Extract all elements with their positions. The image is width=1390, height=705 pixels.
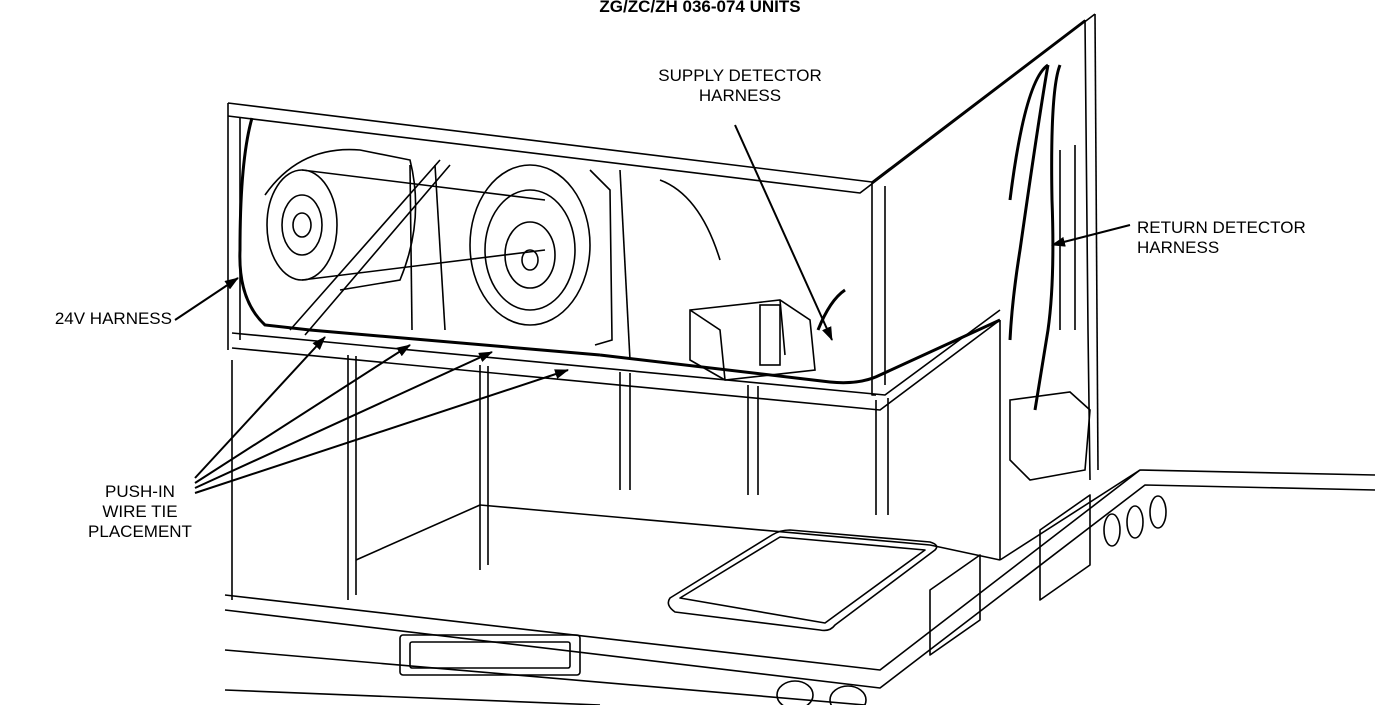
harness-24v-line-1: 24V HARNESS [54,309,172,328]
push-in-line-3: PLACEMENT [88,522,192,541]
cabinet-frame [224,13,1376,705]
blower-assembly [264,148,1091,481]
push-in-wire-tie-label: PUSH-IN WIRE TIE PLACEMENT [60,482,220,542]
supply-detector-line-1: SUPPLY DETECTOR [658,66,822,85]
return-detector-line-2: HARNESS [1137,238,1220,257]
return-detector-harness-label: RETURN DETECTOR HARNESS [1137,218,1377,258]
supply-detector-harness-label: SUPPLY DETECTOR HARNESS [610,66,870,106]
harness-24v-label: 24V HARNESS [0,309,172,329]
push-in-line-2: WIRE TIE [102,502,178,521]
leader-arrows [174,124,1131,494]
diagram-title: ZG/ZC/ZH 036-074 UNITS [599,0,801,16]
push-in-line-1: PUSH-IN [105,482,175,501]
return-detector-line-1: RETURN DETECTOR [1137,218,1306,237]
harness-wiring [238,63,1062,411]
supply-detector-line-2: HARNESS [698,86,782,105]
